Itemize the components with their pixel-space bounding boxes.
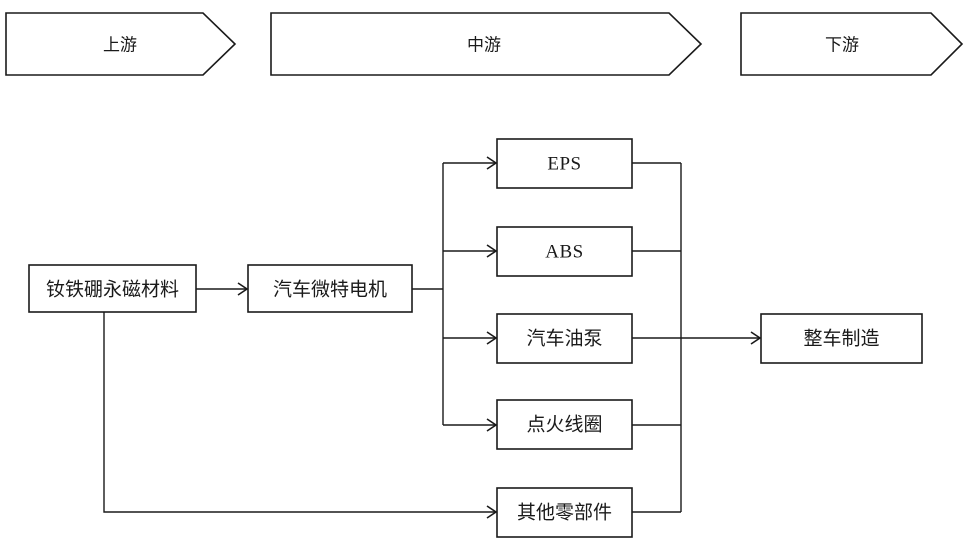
node-other-parts[interactable]: 其他零部件 — [496, 487, 633, 538]
node-vehicle-mfg-label: 整车制造 — [803, 328, 879, 350]
banner-downstream: 下游 — [740, 12, 964, 76]
node-eps-box[interactable] — [496, 138, 633, 189]
node-fuel-pump-box[interactable] — [496, 313, 633, 364]
node-fuel-pump[interactable]: 汽车油泵 — [496, 313, 633, 364]
edge-trunk-to-abs — [443, 244, 498, 258]
arrow-head-icon — [486, 331, 498, 345]
banner-upstream-shape — [5, 12, 237, 76]
node-ndfeb-label: 钕铁硼永磁材料 — [46, 279, 179, 301]
node-micro-motor[interactable]: 汽车微特电机 — [247, 264, 413, 313]
node-other-parts-box[interactable] — [496, 487, 633, 538]
node-ndfeb-box[interactable] — [28, 264, 197, 313]
node-abs[interactable]: ABS — [496, 226, 633, 277]
banner-downstream-label: 下游 — [825, 36, 859, 55]
banner-midstream-label: 中游 — [467, 36, 501, 55]
node-ignition-coil-label: 点火线圈 — [526, 414, 602, 436]
edge-line — [103, 312, 495, 513]
edge-ndfeb-to-micro-motor — [196, 282, 249, 296]
node-eps[interactable]: EPS — [496, 138, 633, 189]
banner-upstream-label: 上游 — [103, 36, 137, 55]
arrow-head-icon — [750, 331, 762, 345]
node-micro-motor-label: 汽车微特电机 — [273, 279, 387, 301]
banner-upstream: 上游 — [5, 12, 237, 76]
arrow-head-icon — [486, 244, 498, 258]
arrow-head-icon — [486, 418, 498, 432]
arrow-head-icon — [486, 156, 498, 170]
banner-midstream-shape — [270, 12, 703, 76]
edge-ndfeb-to-other-parts — [103, 312, 498, 519]
edge-trunk-to-eps — [443, 156, 498, 170]
node-vehicle-mfg[interactable]: 整车制造 — [760, 313, 923, 364]
arrow-head-icon — [237, 282, 249, 296]
arrow-head-icon — [486, 505, 498, 519]
node-ignition-coil-box[interactable] — [496, 399, 633, 450]
node-other-parts-label: 其他零部件 — [517, 502, 612, 524]
edge-micro-motor-trunk — [412, 163, 444, 425]
node-vehicle-mfg-box[interactable] — [760, 313, 923, 364]
node-micro-motor-box[interactable] — [247, 264, 413, 313]
edge-trunk-to-vehicle-mfg — [632, 331, 762, 345]
node-eps-label: EPS — [547, 154, 581, 175]
node-abs-label: ABS — [545, 242, 583, 263]
node-abs-box[interactable] — [496, 226, 633, 277]
edge-trunk-to-ignition-coil — [443, 418, 498, 432]
node-ndfeb[interactable]: 钕铁硼永磁材料 — [28, 264, 197, 313]
banner-midstream: 中游 — [270, 12, 703, 76]
banner-downstream-shape — [740, 12, 964, 76]
node-fuel-pump-label: 汽车油泵 — [526, 328, 602, 350]
node-ignition-coil[interactable]: 点火线圈 — [496, 399, 633, 450]
edge-trunk-to-fuel-pump — [443, 331, 498, 345]
